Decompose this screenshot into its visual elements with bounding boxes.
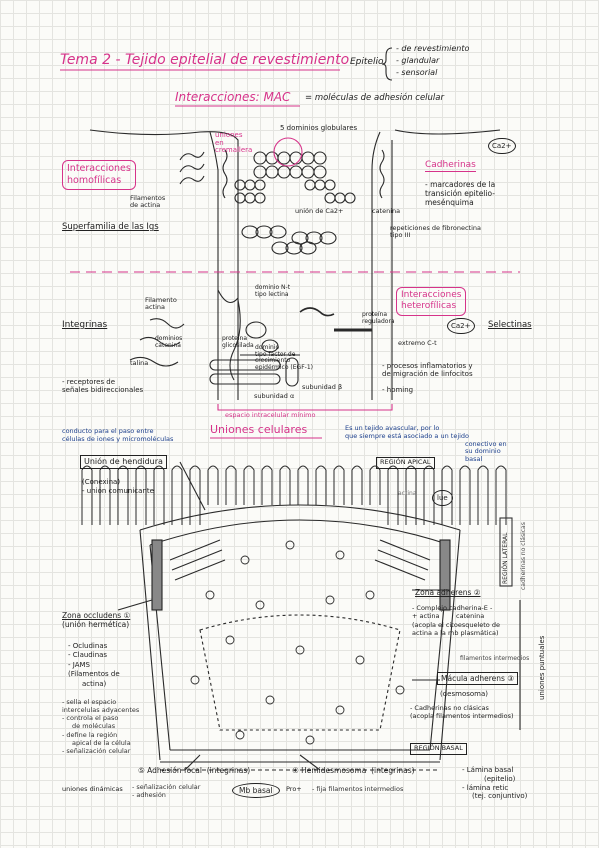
actina-label: actina <box>398 490 417 497</box>
extremo-label: extremo C-t <box>398 339 437 347</box>
uniones-puntuales-label: uniones puntuales <box>538 635 546 700</box>
focal-list: - señalización celular- adhesión <box>132 783 201 800</box>
homofilicas-line: Interacciones <box>67 163 131 174</box>
region-basal-label: REGIÓN BASAL <box>410 743 467 755</box>
ca2-badge: Ca2+ <box>488 138 516 155</box>
catenina-label: catenina <box>372 207 401 215</box>
adherens-list: - Complejo cadherina-E -+ actina catenin… <box>412 604 500 638</box>
zona-adherens-label: Zona adherens ② <box>415 588 481 597</box>
cadherinas-label: Cadherinas <box>425 160 476 172</box>
lamina-list: - Lámina basal(epitelio)- lámina retic(t… <box>462 766 528 801</box>
selectinas-label: Selectinas <box>488 320 532 330</box>
hemidesmosoma-label: ④ Hemidesmosoma (integrinas) <box>292 766 415 775</box>
adhesion-focal-label: ⑤ Adhesión focal (integrinas) <box>138 766 251 775</box>
ca2-badge-mid: Ca2+ <box>447 318 475 335</box>
talina-label: talina <box>130 359 149 367</box>
macula-label: Mácula adherens ③ <box>437 672 519 685</box>
pro-label: Pro+ <box>286 785 302 793</box>
espacio-label: espacio intracelular mínimo <box>225 411 316 419</box>
subunidad-b-label: subunidad β <box>302 383 343 391</box>
mb-basal-badge: Mb basal <box>232 783 280 798</box>
superfamilia-label: Superfamilia de las Igs <box>62 222 159 232</box>
uniones-dinamicas-label: uniones dinámicas <box>62 785 123 793</box>
conexina-text: (Conexina)- unión comunicante <box>82 478 154 496</box>
union-hendidura-label: Unión de hendidura <box>80 455 167 469</box>
subunidad-a-label: subunidad α <box>254 392 295 400</box>
dominios-globulares-label: 5 dominios globulares <box>280 124 358 132</box>
uniones-heading: Uniones celulares <box>210 423 308 436</box>
epitelio-type: - glandular <box>396 56 440 65</box>
lue-badge: lue <box>432 490 453 507</box>
epitelio-type: - de revestimiento <box>396 44 470 53</box>
region-apical-label: REGIÓN APICAL <box>376 457 435 469</box>
filamentos-intermedios-label: filamentos intermedios <box>460 655 530 662</box>
fija-text: - fija filamentos intermedios <box>312 785 404 793</box>
integrinas-label: Integrinas <box>62 320 108 330</box>
epitelio-type: - sensorial <box>396 68 438 77</box>
macula-list: - Cadherinas no clásicas(acopla filament… <box>410 704 514 721</box>
desmosoma-label: (desmosoma) <box>440 690 488 698</box>
region-lateral-label: REGIÓN LATERAL <box>502 532 509 584</box>
homofilicas-line: homofílicas <box>67 174 122 186</box>
zona-occludens-label: Zona occludens ①(unión hermética) <box>62 611 131 629</box>
mac-definition: = moléculas de adhesión celular <box>305 93 445 103</box>
epitelio-label: Epitelio <box>350 57 384 67</box>
cadherinas-no-clasicas-side: cadherinas no clásicas <box>520 522 527 590</box>
union-ca-label: unión de Ca2+ <box>295 207 344 215</box>
occludens-list: - Ocludinas- Claudinas- JAMS(Filamentos … <box>68 642 120 688</box>
homing-text: - homing <box>382 386 414 394</box>
page-title: Tema 2 - Tejido epitelial de revestimien… <box>60 52 350 68</box>
interacciones-heading: Interacciones: MAC <box>175 90 291 104</box>
